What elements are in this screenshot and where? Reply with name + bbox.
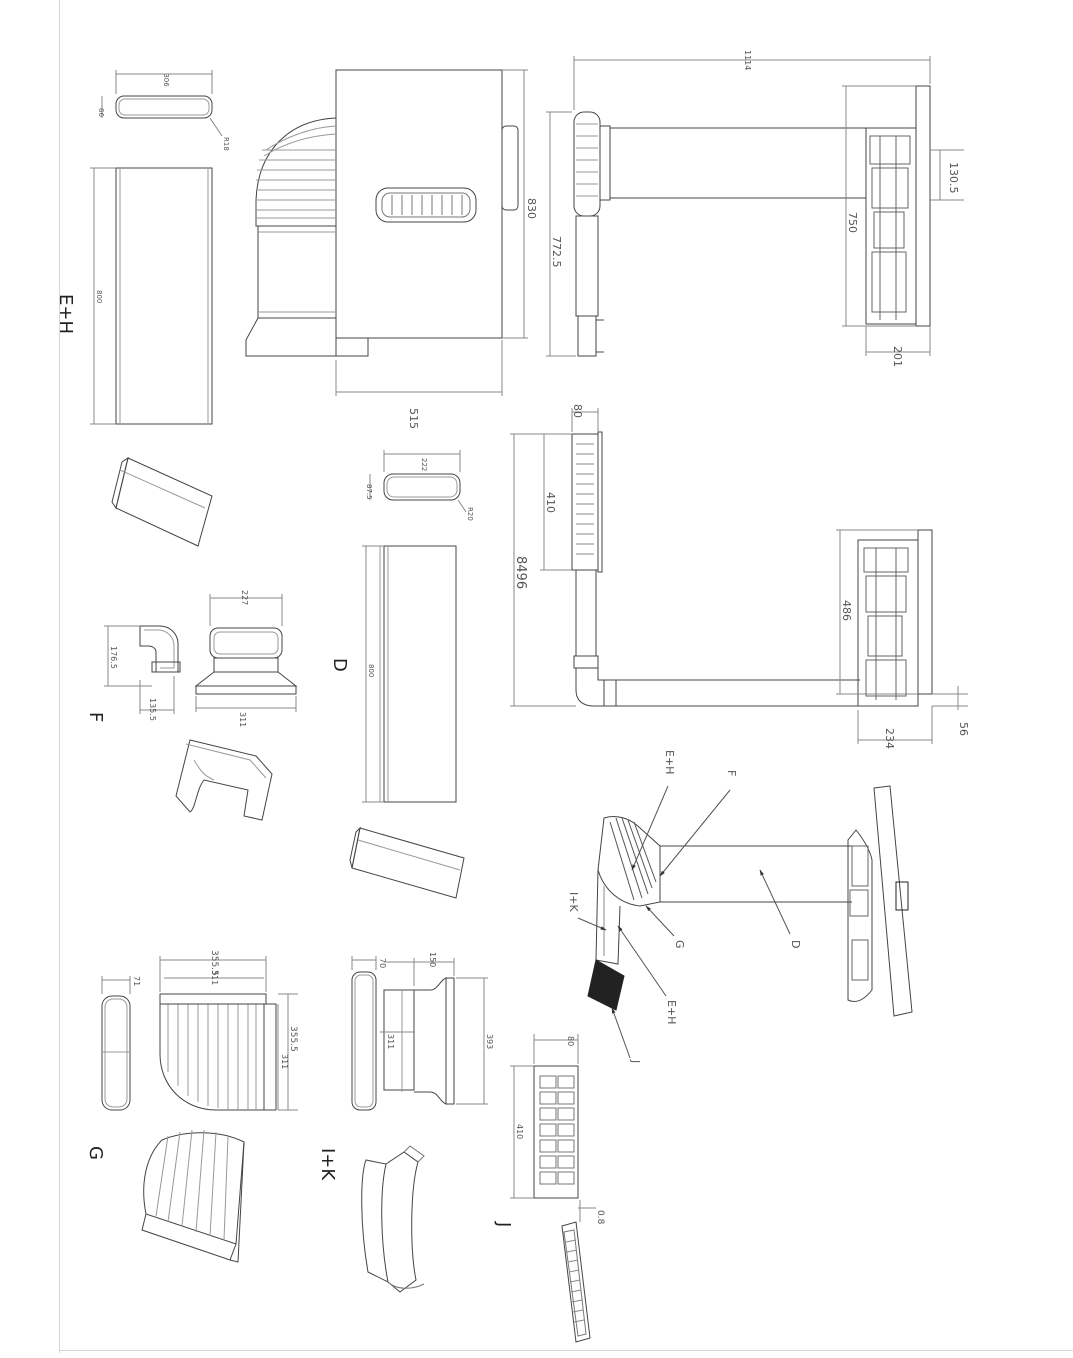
- d-duct-plan: [362, 545, 457, 803]
- dim-side-234: 234: [883, 728, 896, 749]
- dim-d-radius: R20: [466, 507, 474, 521]
- eh-duct-iso: [111, 456, 213, 547]
- dim-f-227: 227: [240, 590, 249, 605]
- dim-ik-70: 70: [378, 958, 387, 968]
- dim-total-width: 1114: [743, 50, 752, 70]
- ik-adapter-iso: [361, 1145, 425, 1293]
- dim-g-311b: 311: [280, 1054, 289, 1069]
- sheet-border-bottom: [59, 1350, 1073, 1351]
- dim-eh-length: 800: [95, 290, 103, 303]
- dim-f-1765: 176.5: [109, 646, 118, 669]
- dim-g-3555b: 355.5: [288, 1026, 298, 1052]
- f-adapter-front: [194, 594, 298, 712]
- g-elbow-plan: [159, 956, 298, 1111]
- side-elevation-bottom: [571, 431, 933, 707]
- f-adapter-iso: [175, 739, 273, 821]
- dim-base-h: 201: [891, 346, 904, 367]
- dim-d-width: 222: [420, 458, 428, 471]
- label-eh: E+H: [55, 294, 76, 334]
- label-j: J: [493, 1221, 514, 1227]
- dim-f-1355: 135.5: [148, 698, 157, 721]
- label-g: G: [85, 1146, 106, 1160]
- callout-d: D: [789, 940, 802, 948]
- dim-side-486: 486: [840, 600, 853, 621]
- label-ik: I+K: [317, 1148, 338, 1181]
- dim-main-depth: 515: [407, 408, 420, 429]
- dim-side-56: 56: [957, 722, 970, 736]
- j-grille-iso: [561, 1221, 591, 1343]
- iso-assembly: [587, 785, 913, 1017]
- main-assembly-front: [245, 69, 519, 357]
- side-elevation-top-dims: [546, 56, 964, 357]
- dim-main-inner: 772.5: [550, 236, 563, 268]
- side-elevation-top: [573, 85, 931, 357]
- dim-grille-410: 410: [544, 492, 557, 513]
- dim-ik-393: 393: [485, 1034, 494, 1049]
- dim-f-311: 311: [238, 712, 247, 727]
- dim-pipe-len: 750: [846, 212, 859, 233]
- iso-callout-arrows: [577, 785, 791, 1059]
- ik-adapter-plan: [380, 958, 488, 1105]
- label-d: D: [329, 658, 350, 672]
- f-elbow-side: [104, 625, 181, 714]
- j-grille-front: [510, 1034, 596, 1222]
- dim-g-311a: 311: [210, 970, 219, 985]
- dim-outlet: 130.5: [947, 162, 960, 194]
- callout-eh-bottom: E+H: [665, 1000, 678, 1024]
- dim-j-80: 80: [566, 1036, 575, 1046]
- dim-main-height: 830: [525, 198, 538, 219]
- label-f: F: [85, 712, 106, 722]
- dim-grille-80: 80: [571, 404, 584, 418]
- g-elbow-iso: [141, 1129, 245, 1263]
- dim-eh-radius: R18: [222, 137, 230, 151]
- dim-j-08: 0.8: [595, 1210, 605, 1225]
- callout-g: G: [673, 940, 686, 949]
- g-side: [101, 976, 131, 1111]
- callout-eh-top: E+H: [663, 750, 676, 774]
- dim-eh-width: 306: [162, 73, 170, 87]
- dim-ik-311: 311: [386, 1034, 395, 1049]
- dim-total-8496: 8496: [513, 556, 528, 589]
- dim-ik-150: 150: [428, 952, 437, 967]
- d-duct-iso: [349, 826, 465, 899]
- d-cross-section: [369, 450, 467, 513]
- dim-g-71: 71: [132, 976, 141, 986]
- sheet-border-left: [59, 0, 60, 1353]
- dim-j-410: 410: [515, 1124, 524, 1139]
- dim-eh-thick: 66: [97, 108, 105, 117]
- callout-j: J: [629, 1059, 642, 1063]
- eh-cross-section: [101, 70, 223, 137]
- ik-side: [351, 956, 377, 1111]
- eh-duct-plan: [90, 167, 213, 425]
- dim-d-thick: 87.5: [365, 484, 373, 500]
- dim-g-3555a: 355.5: [209, 950, 219, 976]
- side-elevation-bottom-dims: [510, 408, 968, 744]
- dim-d-length: 800: [367, 664, 375, 677]
- callout-f: F: [725, 770, 738, 776]
- callout-ik: I+K: [567, 892, 580, 912]
- main-assembly-dims: [335, 69, 528, 396]
